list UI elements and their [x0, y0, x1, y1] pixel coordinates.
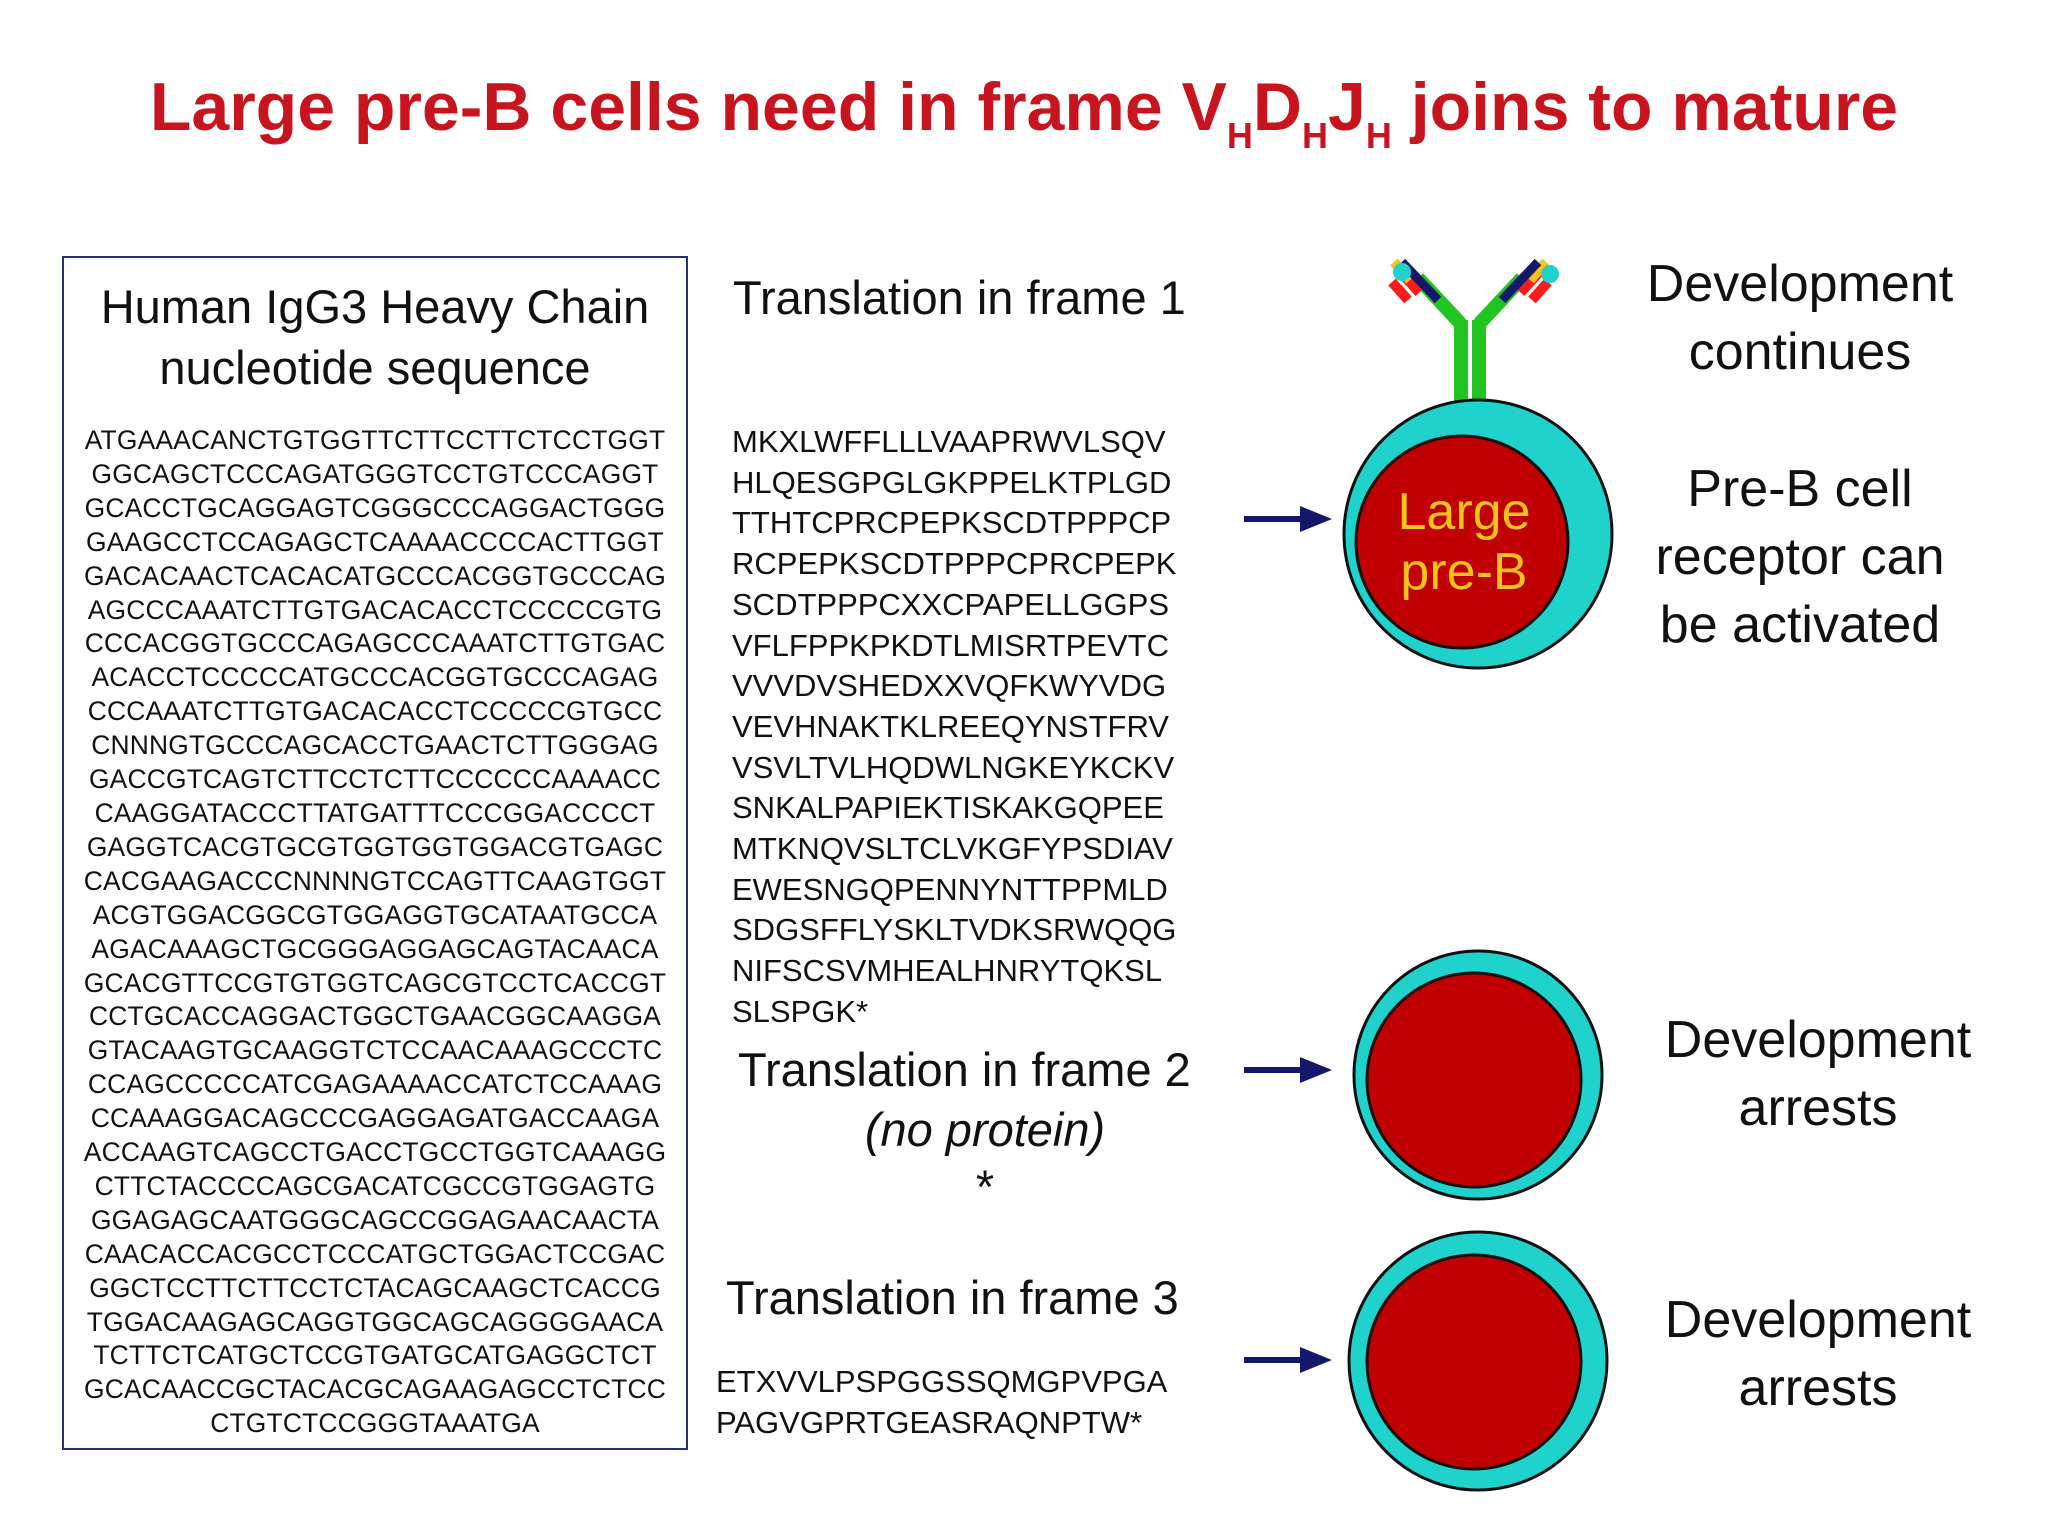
- sequence-line: CCCAAATCTTGTGACACACCTCCCCCGTGCC: [87, 696, 663, 727]
- sequence-line: GCACGTTCCGTGTGGTCAGCGTCCTCACCGT: [83, 967, 667, 998]
- amino-acid-line: HLQESGPGLGKPPELKTPLGD: [732, 464, 1172, 500]
- sequence-line: TGGACAAGAGCAGGTGGCAGCAGGGGAACA: [86, 1306, 664, 1337]
- amino-acid-line: VFLFPPKPKDTLMISRTPEVTC: [732, 627, 1169, 663]
- sequence-line: AGCCCAAATCTTGTGACACACCTCCCCCGTG: [87, 594, 663, 625]
- sequence-line: CTTCTACCCCAGCGACATCGCCGTGGAGTG: [94, 1170, 656, 1201]
- sequence-line: GCACCTGCAGGAGTCGGGCCCAGGACTGGG: [84, 492, 666, 523]
- sequence-line: ACGTGGACGGCGTGGAGGTGCATAATGCCA: [92, 899, 658, 930]
- sequence-line: ACCAAGTCAGCCTGACCTGCCTGGTCAAAGG: [83, 1137, 667, 1168]
- amino-acid-line: SLSPGK*: [732, 993, 869, 1029]
- frame2-no-protein-note: (no protein): [864, 1103, 1106, 1156]
- amino-acid-line: MKXLWFFLLLVAAPRWVLSQV: [732, 424, 1166, 459]
- sequence-line: CCTGCACCAGGACTGGCTGAACGGCAAGGA: [89, 1001, 661, 1032]
- outcome-development-arrests-frame2: Development arrests: [1664, 1011, 1972, 1137]
- frame1-translation: MKXLWFFLLLVAAPRWVLSQV HLQESGPGLGKPPELKTP…: [732, 422, 1176, 1033]
- arrested-cell-frame3: [1347, 1230, 1609, 1492]
- amino-acid-line: SNKALPAPIEKTISKAKGQPEE: [732, 790, 1164, 826]
- sequence-line: CCAAAGGACAGCCCGAGGAGATGACCAAGA: [90, 1103, 660, 1134]
- slide-title: Large pre-B cells need in frame VHDHJH j…: [149, 69, 1899, 156]
- sequence-line: GGAGAGCAATGGGCAGCCGGAGAACAACTA: [90, 1204, 660, 1235]
- frame3-heading: Translation in frame 3: [726, 1271, 1179, 1324]
- frame1-heading: Translation in frame 1: [733, 271, 1186, 324]
- arrested-cell-frame2: [1352, 949, 1604, 1201]
- amino-acid-line: VSVLTVLHQDWLNGKEYKCKV: [732, 749, 1175, 785]
- sequence-line: CAAGGATACCCTTATGATTTCCCGGACCCCT: [94, 797, 656, 828]
- sequence-line: TCTTCTCATGCTCCGTGATGCATGAGGCTCT: [93, 1340, 657, 1371]
- sequence-line: CCAGCCCCCATCGAGAAAACCATCTCCAAAG: [87, 1069, 663, 1100]
- large-pre-b-cell: Large pre-B: [1342, 398, 1614, 670]
- sequence-line: GACACAACTCACACATGCCCACGGTGCCCAG: [84, 560, 666, 591]
- amino-acid-line: VEVHNAKTKLREEQYNSTFRV: [732, 708, 1169, 744]
- outcome-receptor-activated: Pre-B cell receptor can be activated: [1655, 460, 1945, 654]
- amino-acid-line: MTKNQVSLTCLVKGFYPSDIAV: [732, 831, 1173, 867]
- sequence-heading: Human IgG3 Heavy Chain nucleotide sequen…: [100, 280, 650, 394]
- amino-acid-line: VVVDVSHEDXXVQFKWYVDG: [732, 668, 1167, 704]
- sequence-line: CACGAAGACCCNNNNGTCCAGTTCAAGTGGT: [83, 865, 667, 896]
- right-arrow-icon: [1244, 1057, 1332, 1083]
- frame2-stop-codon: *: [975, 1160, 995, 1213]
- sequence-line: CCCACGGTGCCCAGAGCCCAAATCTTGTGAC: [84, 628, 666, 659]
- sequence-line: GCACAACCGCTACACGCAGAAGAGCCTCTCC: [84, 1374, 666, 1405]
- amino-acid-line: ETXVVLPSPGGSSQMGPVPGA: [716, 1364, 1168, 1399]
- cell-label-pre-b: pre-B: [1400, 543, 1527, 601]
- amino-acid-line: EWESNGQPENNYNTTPPMLD: [732, 871, 1168, 907]
- sequence-line: GTACAAGTGCAAGGTCTCCAACAAAGCCCTC: [87, 1035, 663, 1066]
- frame3-translation: ETXVVLPSPGGSSQMGPVPGA PAGVGPRTGEASRAQNPT…: [716, 1362, 1167, 1443]
- sequence-line: CTGTCTCCGGGTAAATGA: [210, 1408, 540, 1439]
- amino-acid-line: TTHTCPRCPEPKSCDTPPPCP: [732, 505, 1172, 541]
- nucleotide-sequence-box: Human IgG3 Heavy Chain nucleotide sequen…: [62, 256, 688, 1450]
- sequence-line: AGACAAAGCTGCGGGAGGAGCAGTACAACA: [91, 933, 659, 964]
- right-arrow-icon: [1244, 506, 1332, 532]
- sequence-line: CNNNGTGCCCAGCACCTGAACTCTTGGGAG: [91, 730, 659, 761]
- sequence-line: GAAGCCTCCAGAGCTCAAAACCCCACTTGGT: [85, 526, 665, 557]
- sequence-line: ACACCTCCCCCATGCCCACGGTGCCCAGAG: [91, 662, 659, 693]
- frame2-heading: Translation in frame 2: [738, 1043, 1191, 1096]
- pre-b-receptor-icon: [1388, 258, 1559, 408]
- sequence-line: GGCAGCTCCCAGATGGGTCCTGTCCCAGGT: [91, 458, 659, 489]
- sequence-line: GGCTCCTTCTTCCTCTACAGCAAGCTCACCG: [89, 1272, 661, 1303]
- sequence-line: GAGGTCACGTGCGTGGTGGTGGACGTGAGC: [86, 831, 664, 862]
- amino-acid-line: RCPEPKSCDTPPPCPRCPEPK: [732, 546, 1177, 582]
- outcome-development-arrests-frame3: Development arrests: [1664, 1291, 1972, 1417]
- amino-acid-line: PAGVGPRTGEASRAQNPTW*: [716, 1404, 1143, 1440]
- amino-acid-line: SDGSFFLYSKLTVDKSRWQQG: [732, 912, 1177, 948]
- amino-acid-line: NIFSCSVMHEALHNRYTQKSL: [732, 953, 1163, 989]
- outcome-development-continues: Development continues: [1646, 255, 1954, 381]
- sequence-line: ATGAAACANCTGTGGTTCTTCCTTCTCCTGGT: [84, 425, 666, 455]
- sequence-line: CAACACCACGCCTCCCATGCTGGACTCCGAC: [84, 1238, 666, 1269]
- right-arrow-icon: [1244, 1347, 1332, 1373]
- amino-acid-line: SCDTPPPCXXCPAPELLGGPS: [732, 586, 1170, 622]
- cell-label-large: Large: [1398, 483, 1531, 541]
- sequence-line: GACCGTCAGTCTTCCTCTTCCCCCCAAAACC: [88, 764, 662, 795]
- sequence-lines: ATGAAACANCTGTGGTTCTTCCTTCTCCTGGT GGCAGCT…: [64, 424, 686, 1441]
